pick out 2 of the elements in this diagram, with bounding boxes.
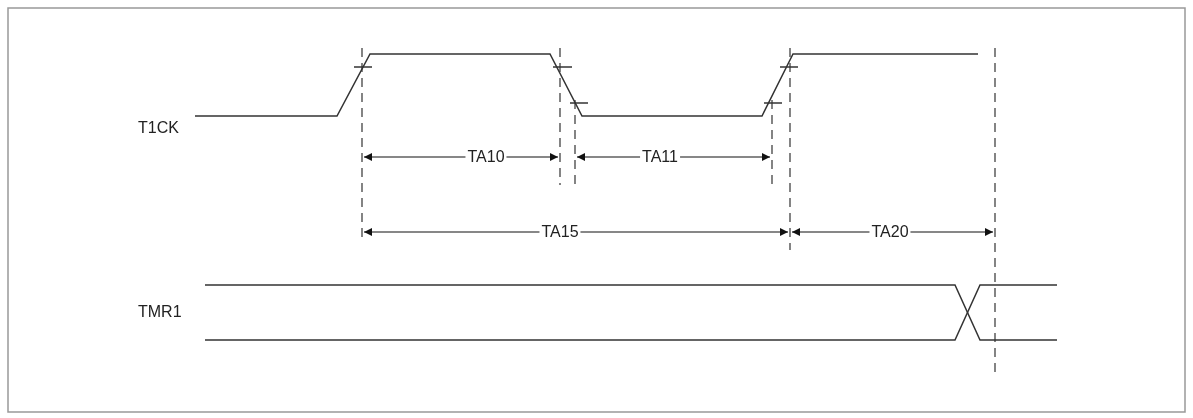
signal-label: TMR1 — [138, 303, 182, 321]
signal-label: T1CK — [138, 119, 179, 137]
